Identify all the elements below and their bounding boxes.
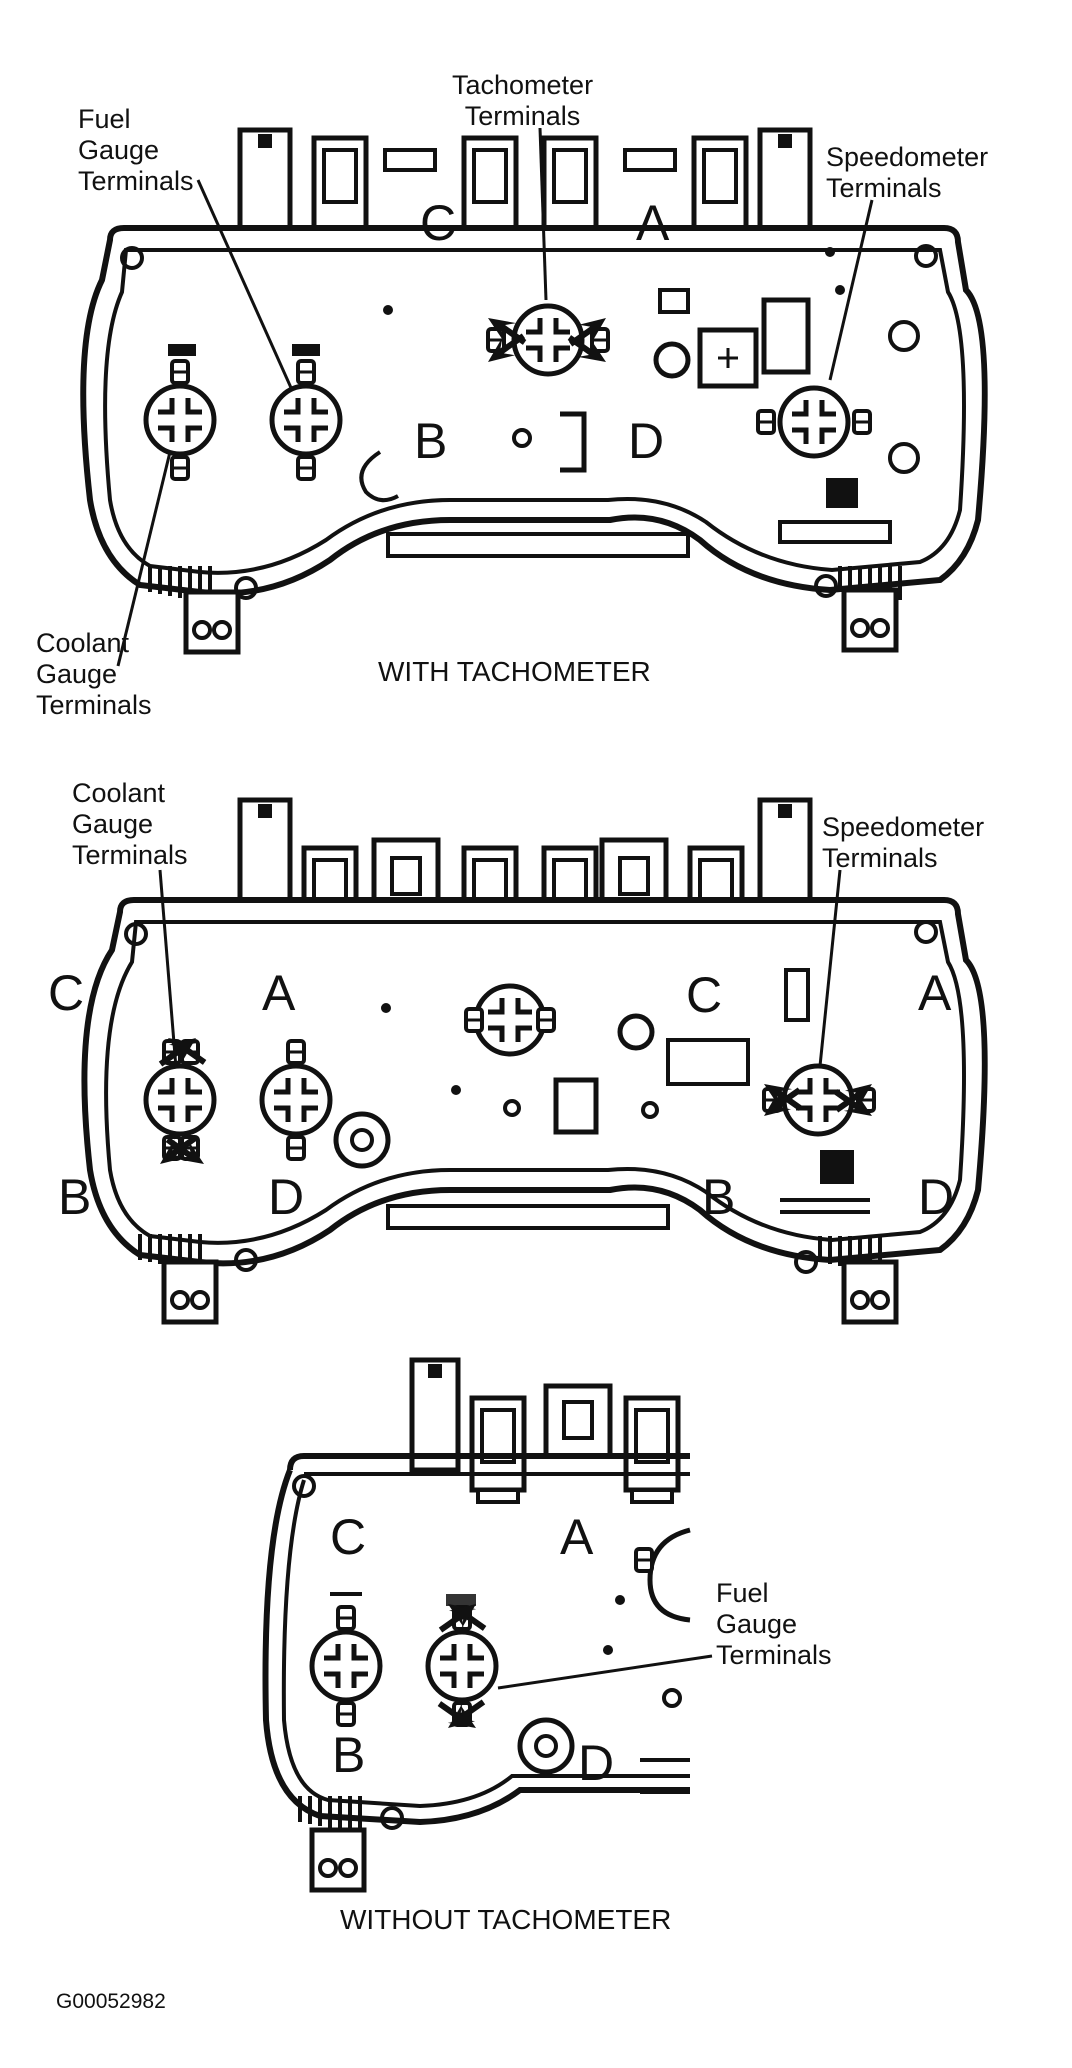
letter-a: A xyxy=(560,1509,594,1565)
letter-d: D xyxy=(628,413,664,469)
letter-b: B xyxy=(414,413,447,469)
speedometer-terminals-label: Speedometer Terminals xyxy=(826,142,989,203)
letter-d: D xyxy=(578,1735,614,1791)
cluster-housing xyxy=(81,897,988,1267)
letter-c: C xyxy=(420,195,456,251)
panel-without-tachometer-detail: C A B D xyxy=(262,1357,713,1890)
fuel-gauge xyxy=(272,386,340,454)
speedometer-gauge xyxy=(784,1066,852,1134)
fuel-gauge-terminals-label: Fuel Gauge Terminals xyxy=(716,1578,832,1670)
top-connectors xyxy=(237,127,813,242)
letter-b: B xyxy=(332,1727,365,1783)
letter-b-left: B xyxy=(58,1169,91,1225)
coolant-gauge-terminals-label: Coolant Gauge Terminals xyxy=(72,778,188,870)
letter-c-left: C xyxy=(48,965,84,1021)
with-tachometer-caption: WITH TACHOMETER xyxy=(378,656,651,687)
without-tachometer-caption: WITHOUT TACHOMETER xyxy=(340,1904,672,1935)
cluster-housing xyxy=(80,225,988,597)
coolant-gauge-terminals-label: Coolant Gauge Terminals xyxy=(36,628,152,720)
fuel-gauge xyxy=(262,1066,330,1134)
figure-id: G00052982 xyxy=(56,1990,166,2013)
panel-without-tachometer-full: C A B D C A B D xyxy=(48,797,988,1322)
letter-c: C xyxy=(330,1509,366,1565)
fuel-gauge-terminals-label: Fuel Gauge Terminals xyxy=(78,104,194,196)
letter-d-left: D xyxy=(268,1169,304,1225)
letter-a-left: A xyxy=(262,965,296,1021)
panel-with-tachometer: C A B D xyxy=(80,127,988,667)
center-gauge xyxy=(476,986,544,1054)
coolant-gauge xyxy=(146,1066,214,1134)
coolant-gauge xyxy=(146,386,214,454)
letter-a: A xyxy=(636,195,670,251)
letter-c-right: C xyxy=(686,967,722,1023)
fuel-gauge xyxy=(428,1632,496,1700)
tachometer-terminals-label: Tachometer Terminals xyxy=(452,70,594,131)
speedometer-terminals-label: Speedometer Terminals xyxy=(822,812,985,873)
speedometer-gauge xyxy=(780,388,848,456)
letter-d-right: D xyxy=(918,1169,954,1225)
coolant-gauge xyxy=(312,1632,380,1700)
letter-b-right: B xyxy=(702,1169,735,1225)
letter-a-right: A xyxy=(918,965,952,1021)
